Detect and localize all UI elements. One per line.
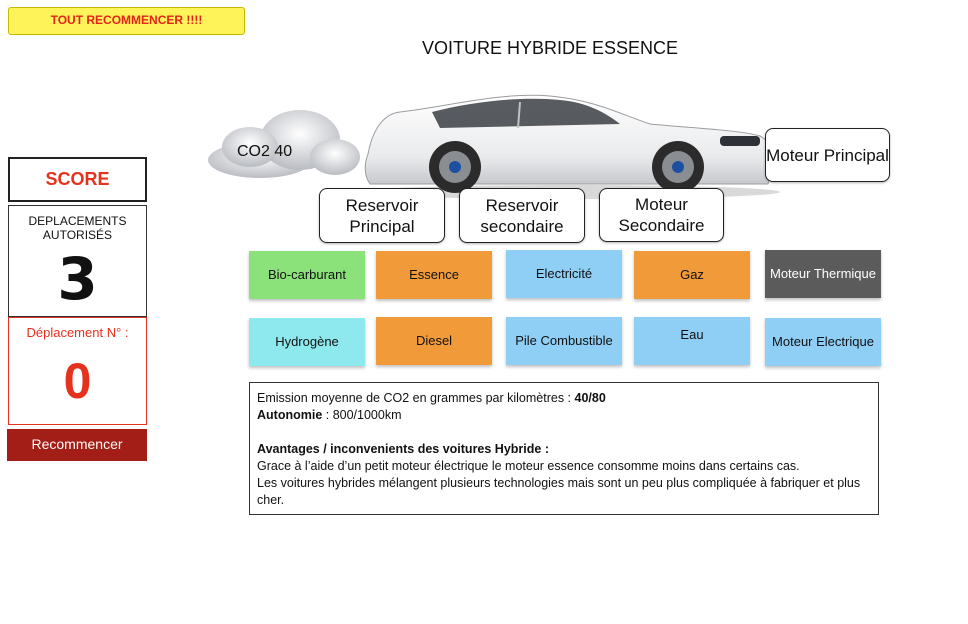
autonomie-value: : 800/1000km	[322, 408, 402, 422]
tile-electricite[interactable]: Electricité	[506, 250, 622, 298]
restart-button[interactable]: Recommencer	[7, 429, 147, 461]
autonomie-label: Autonomie	[257, 408, 323, 422]
slot-moteur-principal[interactable]: Moteur Principal	[765, 128, 890, 182]
slot-moteur-secondaire[interactable]: Moteur Secondaire	[599, 188, 724, 242]
tile-essence[interactable]: Essence	[376, 251, 492, 299]
advantages-title: Avantages / inconvenients des voitures H…	[257, 441, 871, 458]
tile-moteur-thermique[interactable]: Moteur Thermique	[765, 250, 881, 298]
slot-reservoir-principal[interactable]: Reservoir Principal	[319, 188, 445, 243]
info-panel: Emission moyenne de CO2 en grammes par k…	[249, 382, 879, 515]
slot-reservoir-secondaire[interactable]: Reservoir secondaire	[459, 188, 585, 243]
tile-biocarburant[interactable]: Bio-carburant	[249, 251, 365, 299]
tile-gaz[interactable]: Gaz	[634, 251, 750, 299]
autonomie-line: Autonomie : 800/1000km	[257, 407, 871, 424]
tile-eau[interactable]: Eau	[634, 317, 750, 365]
move-counter-label: Déplacement N° :	[26, 325, 129, 340]
page-title: VOITURE HYBRIDE ESSENCE	[421, 38, 679, 58]
car-illustration	[208, 94, 780, 199]
reset-all-button[interactable]: TOUT RECOMMENCER !!!!	[8, 7, 245, 35]
emission-line: Emission moyenne de CO2 en grammes par k…	[257, 390, 871, 407]
allowed-moves-value: 3	[57, 245, 98, 313]
car-icon	[360, 94, 780, 199]
allowed-moves-panel: DEPLACEMENTS AUTORISÉS 3	[8, 205, 147, 317]
co2-label: CO2 40	[237, 143, 293, 160]
score-label: SCORE	[8, 157, 147, 202]
move-counter-value: 0	[63, 353, 92, 409]
advantages-line-2: Les voitures hybrides mélangent plusieur…	[257, 476, 861, 507]
advantages-title-text: Avantages / inconvenients des voitures H…	[257, 442, 549, 456]
tile-pile-combustible[interactable]: Pile Combustible	[506, 317, 622, 365]
allowed-moves-label: DEPLACEMENTS AUTORISÉS	[28, 214, 127, 242]
move-counter-panel: Déplacement N° : 0	[8, 317, 147, 425]
emission-text: Emission moyenne de CO2 en grammes par k…	[257, 391, 575, 405]
tile-hydrogene[interactable]: Hydrogène	[249, 318, 365, 366]
tile-moteur-electrique[interactable]: Moteur Electrique	[765, 318, 881, 366]
co2-cloud-icon	[208, 110, 360, 178]
tile-diesel[interactable]: Diesel	[376, 317, 492, 365]
emission-value: 40/80	[574, 391, 606, 405]
advantages-line-1: Grace à l’aide d’un petit moteur électri…	[257, 459, 800, 473]
